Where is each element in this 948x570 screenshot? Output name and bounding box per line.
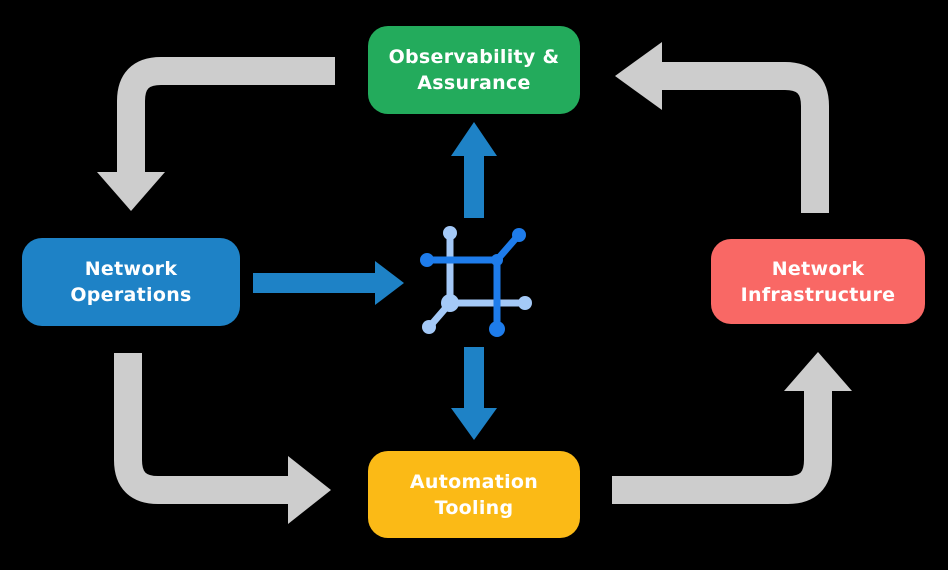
node-observability-label-line2: Assurance <box>417 72 531 94</box>
network-mesh-icon-light <box>422 226 532 334</box>
network-mesh-icon <box>420 226 532 337</box>
node-network-operations: Network Operations <box>22 238 240 326</box>
network-mesh-icon-dark <box>420 228 526 337</box>
node-observability-label-line1: Observability & <box>388 46 560 68</box>
node-automation-label-line2: Tooling <box>434 496 514 519</box>
node-infrastructure-label-line1: Network <box>771 257 865 280</box>
node-operations-label-line1: Network <box>84 258 178 280</box>
node-automation-tooling: Automation Tooling <box>368 451 580 538</box>
node-automation-label-line1: Automation <box>409 470 539 493</box>
arrow-infrastructure-to-observability <box>615 42 829 213</box>
node-observability-assurance: Observability & Assurance <box>368 26 580 114</box>
arrow-automation-to-infrastructure <box>612 352 852 504</box>
arrow-icon-to-automation <box>451 347 497 440</box>
arrow-icon-to-observability <box>451 122 497 218</box>
arrow-observability-to-operations <box>97 57 335 211</box>
node-network-infrastructure: Network Infrastructure <box>711 239 925 324</box>
arrow-operations-to-automation <box>114 353 331 524</box>
arrow-operations-to-icon <box>253 261 404 305</box>
node-infrastructure-label-line2: Infrastructure <box>740 283 896 306</box>
node-operations-label-line2: Operations <box>70 284 192 306</box>
